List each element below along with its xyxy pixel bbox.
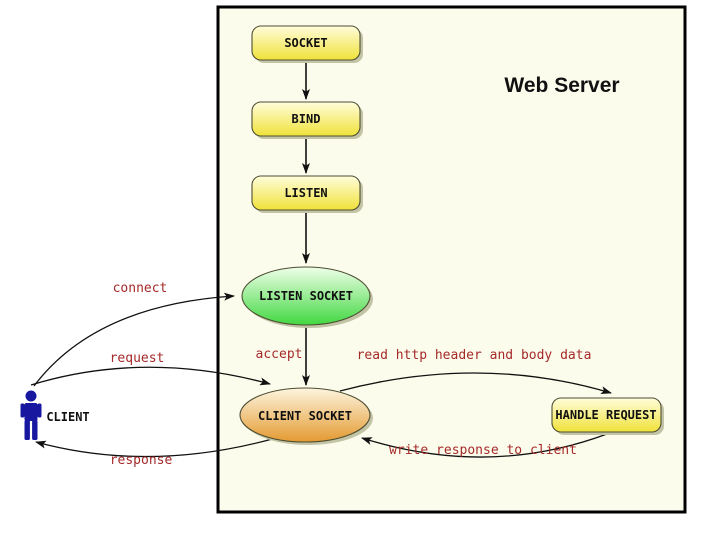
node-handle-request: HANDLE REQUEST <box>551 397 664 435</box>
node-listen-socket-label: LISTEN SOCKET <box>259 289 353 303</box>
node-bind: BIND <box>251 101 363 139</box>
web-server-title: Web Server <box>504 74 619 97</box>
edge-request-arrow <box>30 366 271 386</box>
node-client-socket: CLIENT SOCKET <box>239 387 373 445</box>
edge-response-arrow <box>35 437 277 458</box>
node-handle-request-label: HANDLE REQUEST <box>555 408 656 422</box>
node-socket-label: SOCKET <box>284 36 327 50</box>
edge-request-label: request <box>110 351 165 366</box>
node-bind-label: BIND <box>292 112 321 126</box>
edge-read-arrow <box>339 372 612 394</box>
edge-connect-arrow <box>33 292 235 387</box>
node-listen-socket: LISTEN SOCKET <box>241 266 373 328</box>
client-actor-icon <box>20 390 42 440</box>
edge-write-arrow <box>361 433 608 458</box>
edge-read-label: read http header and body data <box>357 348 592 363</box>
edge-write-label: write response to client <box>389 443 577 458</box>
node-listen-label: LISTEN <box>284 186 327 200</box>
node-listen: LISTEN <box>251 175 363 213</box>
node-socket: SOCKET <box>251 25 363 63</box>
client-actor-label: CLIENT <box>46 410 89 424</box>
edge-connect-label: connect <box>113 281 168 296</box>
node-client-socket-label: CLIENT SOCKET <box>258 409 352 423</box>
edge-accept-label: accept <box>256 347 303 362</box>
edge-response-label: response <box>110 453 173 468</box>
